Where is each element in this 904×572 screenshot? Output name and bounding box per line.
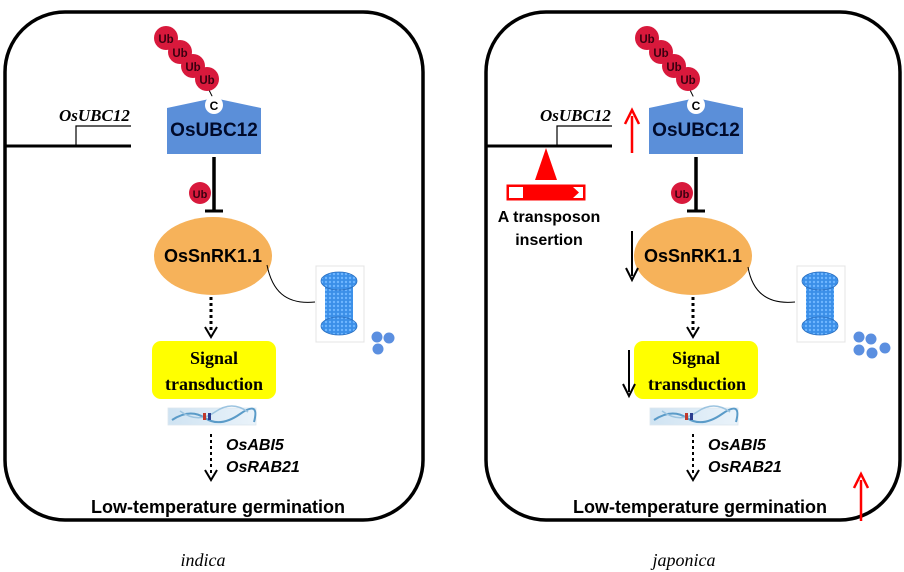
cell-outline [484,10,902,522]
cell-outline [3,10,425,522]
signal-label-line2: transduction [165,374,263,394]
svg-text:C: C [210,99,219,113]
proteasome-icon [796,265,846,343]
signal-label-line1: Signal [672,348,720,368]
snrk-protein-shape [154,217,272,295]
svg-text:Ub: Ub [193,189,208,201]
expression-up-arrow-icon [623,107,641,153]
peptide-fragments-icon [371,331,395,355]
svg-text:Ub: Ub [639,34,654,46]
svg-text:C: C [692,99,701,113]
signal-label-line2: transduction [648,374,746,394]
target-gene-1: OsABI5 [226,437,285,454]
snrk-protein-label: OsSnRK1.1 [644,246,742,266]
gene-label: OsUBC12 [59,106,130,125]
transposon-element-icon [506,184,586,201]
target-gene-2: OsRAB21 [226,459,300,476]
ubc12-protein-label: OsUBC12 [652,120,740,141]
transposon-label-line2: insertion [515,232,583,249]
svg-text:Ub: Ub [185,62,200,74]
signal-transduction-box [634,341,758,399]
gene-label: OsUBC12 [540,106,611,125]
dna-icon [167,405,257,426]
promoter-bracket [556,125,612,146]
panel-japonica: OsUBC12 A transposon insertion Ub Ub Ub … [484,10,902,570]
ubiquitin-chain: Ub Ub Ub Ub [154,26,219,99]
promoter-bracket [75,125,131,146]
ubiquitin-icon [671,182,693,204]
panel-caption: indica [181,550,226,570]
panel-indica: OsUBC12 Ub Ub Ub Ub C OsUBC12 Ub OsSnRK1… [3,10,425,570]
proteasome-connector [266,264,316,303]
snrk-down-arrow-icon [625,231,639,283]
ubiquitin-icon [195,67,219,91]
outcome-label: Low-temperature germination [573,497,827,517]
svg-text:Ub: Ub [158,34,173,46]
svg-text:Ub: Ub [172,48,187,60]
ubiquitin-icon [676,67,700,91]
target-gene-2: OsRAB21 [708,459,782,476]
cysteine-site-icon [687,96,705,114]
panel-caption: japonica [651,550,716,570]
ubiquitin-icon [189,182,211,204]
germination-up-arrow-icon [852,471,870,521]
signal-transduction-box [152,341,276,399]
svg-text:Ub: Ub [675,189,690,201]
ubc12-protein-shape [649,98,743,154]
signal-down-arrow-icon [622,350,636,399]
target-gene-1: OsABI5 [708,437,767,454]
ubiquitin-chain: Ub Ub Ub Ub [635,26,700,99]
snrk-protein-label: OsSnRK1.1 [164,246,262,266]
transposon-label-line1: A transposon [498,209,601,226]
insertion-site-triangle-icon [535,148,557,180]
svg-text:Ub: Ub [653,48,668,60]
dna-icon [649,405,739,426]
proteasome-connector [747,266,796,303]
signal-label-line1: Signal [190,348,238,368]
outcome-label: Low-temperature germination [91,497,345,517]
ubc12-protein-shape [167,98,261,154]
peptide-fragments-icon [853,331,891,359]
svg-text:Ub: Ub [199,75,214,87]
ubc12-protein-label: OsUBC12 [170,120,258,141]
proteasome-icon [315,265,365,343]
snrk-protein-shape [634,217,752,295]
cysteine-site-icon [205,96,223,114]
svg-text:Ub: Ub [666,62,681,74]
svg-text:Ub: Ub [680,75,695,87]
